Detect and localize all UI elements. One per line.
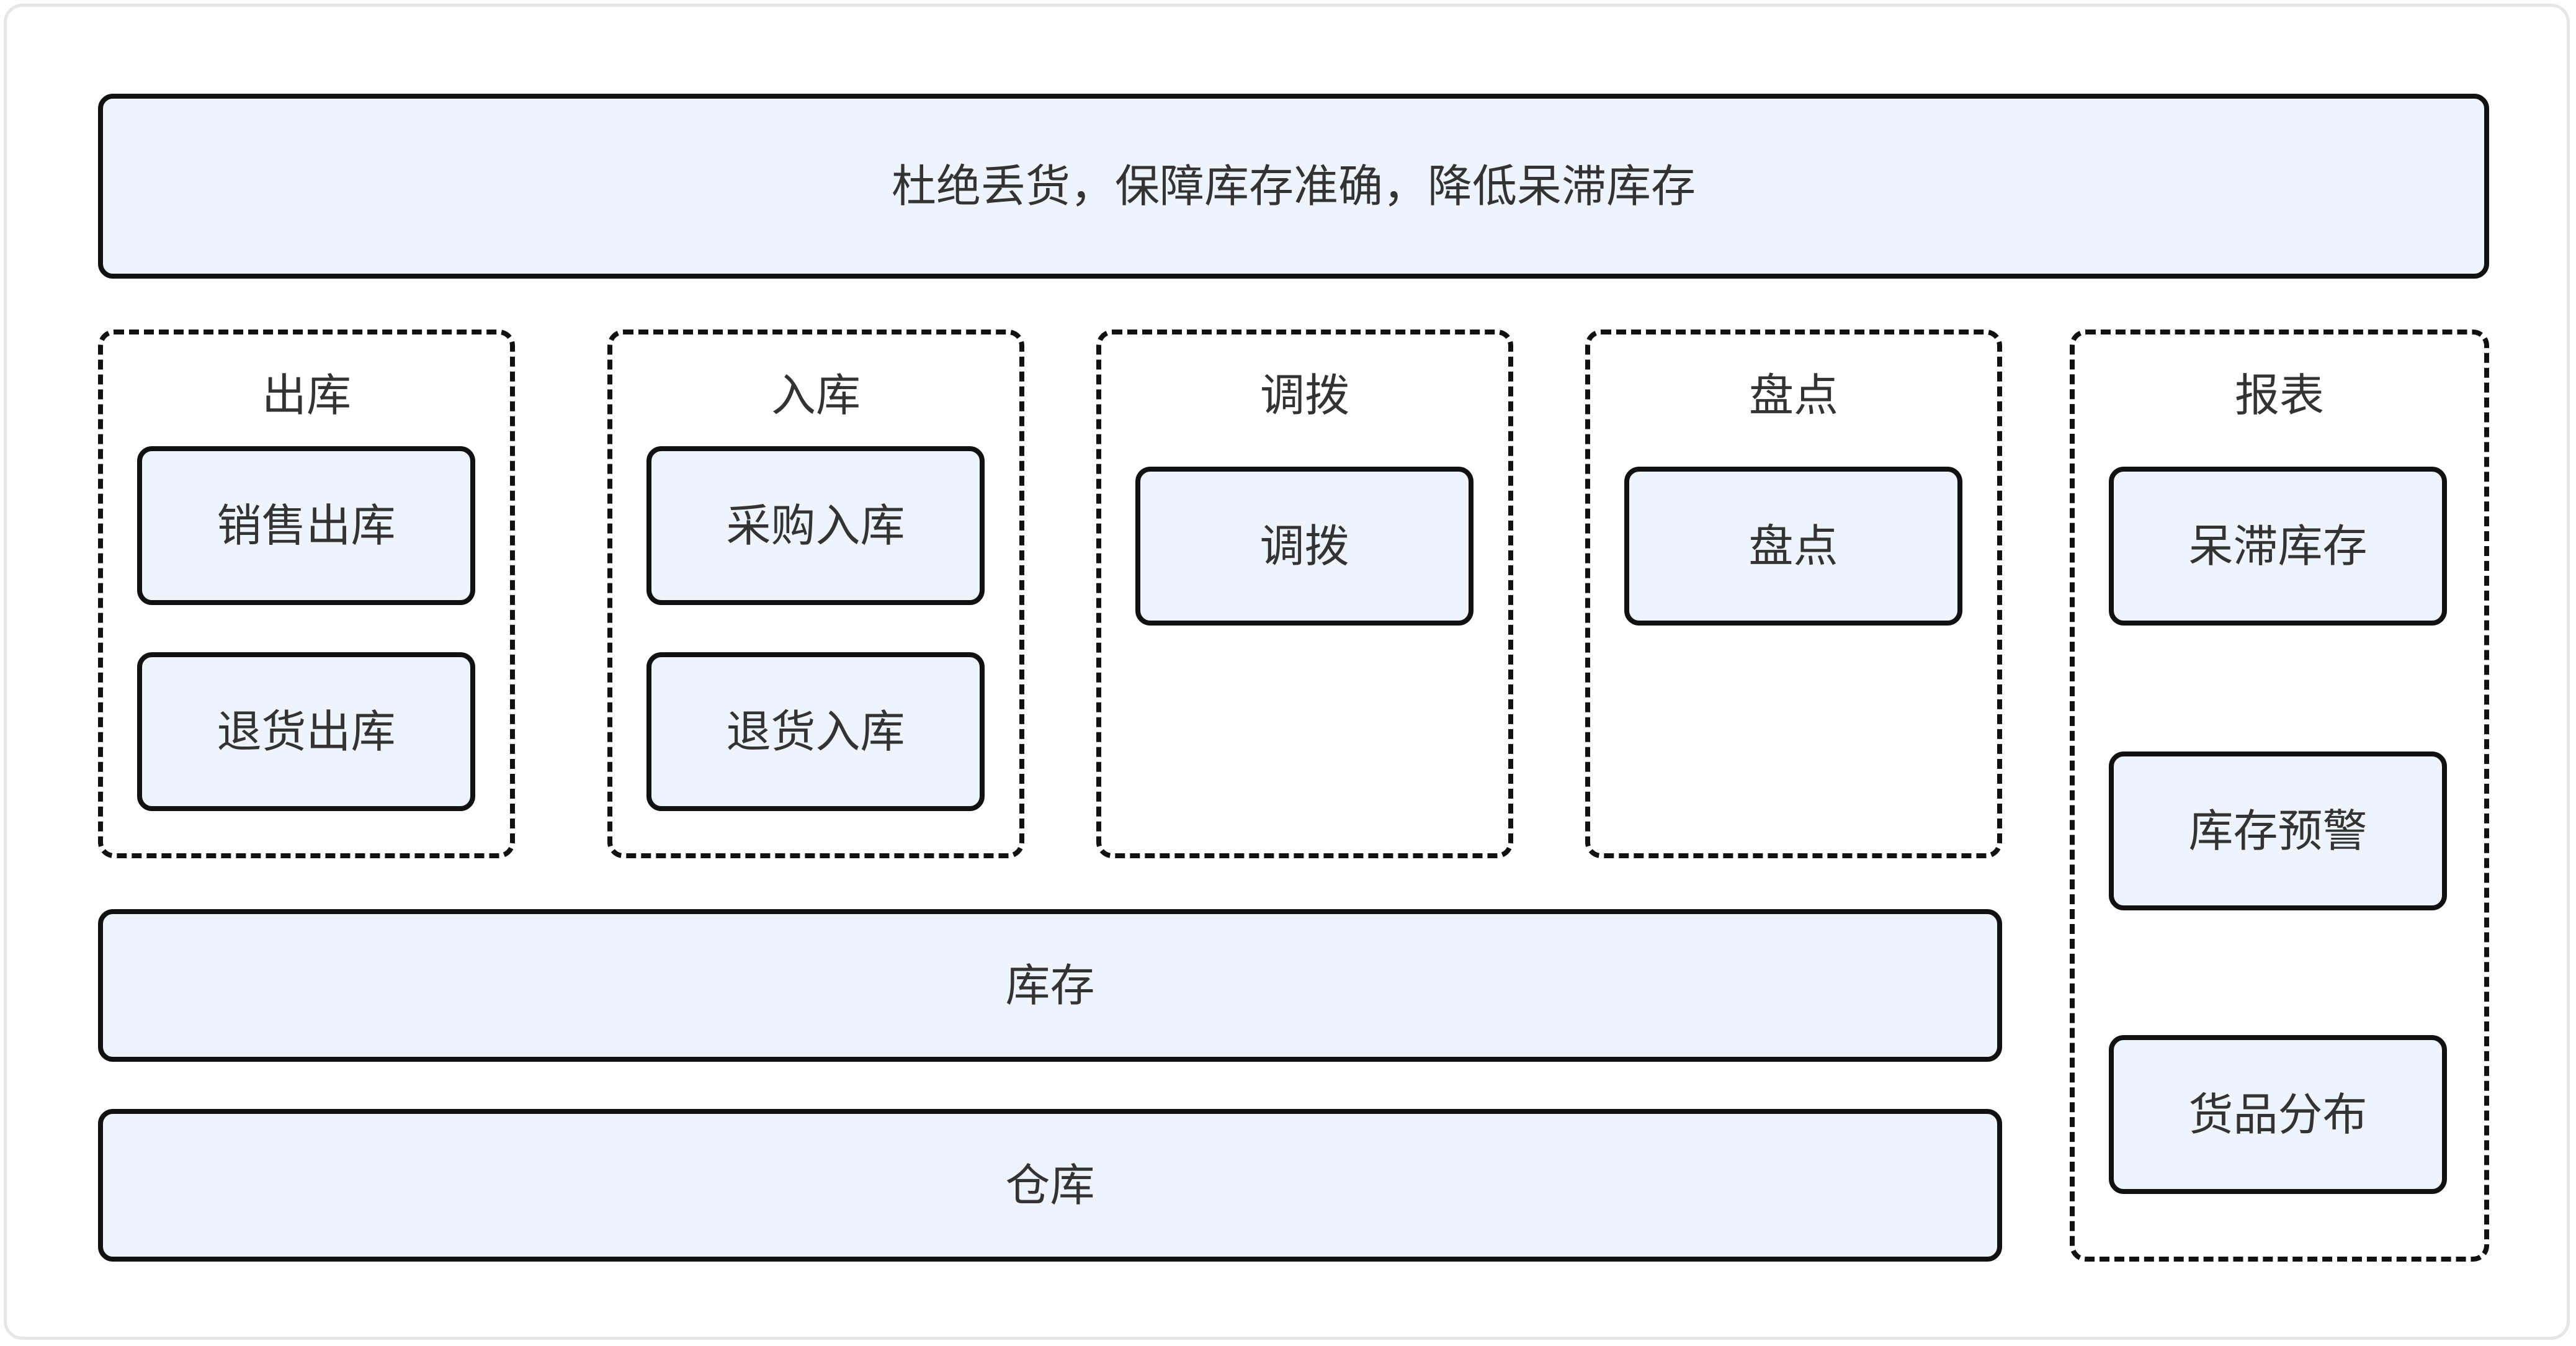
return-outbound-box: 退货出库: [137, 652, 475, 811]
group-transfer-title: 调拨: [1259, 369, 1349, 421]
warehouse-label: 仓库: [1005, 1159, 1095, 1211]
purchase-inbound-label: 采购入库: [726, 500, 905, 552]
goods-distribution-box: 货品分布: [2109, 1035, 2447, 1194]
warehouse-box: 仓库: [98, 1109, 2002, 1262]
diagram-frame: 杜绝丢货，保障库存准确，降低呆滞库存 出库 销售出库 退货出库 入库 采购入库 …: [4, 4, 2570, 1340]
inventory-alert-box: 库存预警: [2109, 752, 2447, 910]
inventory-alert-label: 库存预警: [2188, 805, 2368, 857]
group-outbound-title: 出库: [261, 369, 351, 421]
return-inbound-label: 退货入库: [726, 706, 905, 758]
goods-distribution-label: 货品分布: [2188, 1088, 2368, 1141]
inventory-box: 库存: [98, 909, 2002, 1062]
return-inbound-box: 退货入库: [646, 652, 985, 811]
return-outbound-label: 退货出库: [217, 706, 396, 758]
sales-outbound-box: 销售出库: [137, 446, 475, 605]
stocktake-label: 盘点: [1748, 520, 1838, 572]
stagnant-inventory-box: 呆滞库存: [2109, 467, 2447, 626]
goal-box: 杜绝丢货，保障库存准确，降低呆滞库存: [98, 94, 2489, 279]
transfer-box: 调拨: [1135, 467, 1474, 626]
goal-label: 杜绝丢货，保障库存准确，降低呆滞库存: [891, 160, 1696, 212]
stagnant-inventory-label: 呆滞库存: [2188, 520, 2368, 572]
stocktake-box: 盘点: [1624, 467, 1962, 626]
group-stocktake-title: 盘点: [1748, 369, 1838, 421]
sales-outbound-label: 销售出库: [217, 500, 396, 552]
inventory-label: 库存: [1005, 959, 1095, 1012]
purchase-inbound-box: 采购入库: [646, 446, 985, 605]
transfer-label: 调拨: [1259, 520, 1349, 572]
group-reports-title: 报表: [2234, 369, 2324, 421]
group-inbound-title: 入库: [771, 369, 861, 421]
